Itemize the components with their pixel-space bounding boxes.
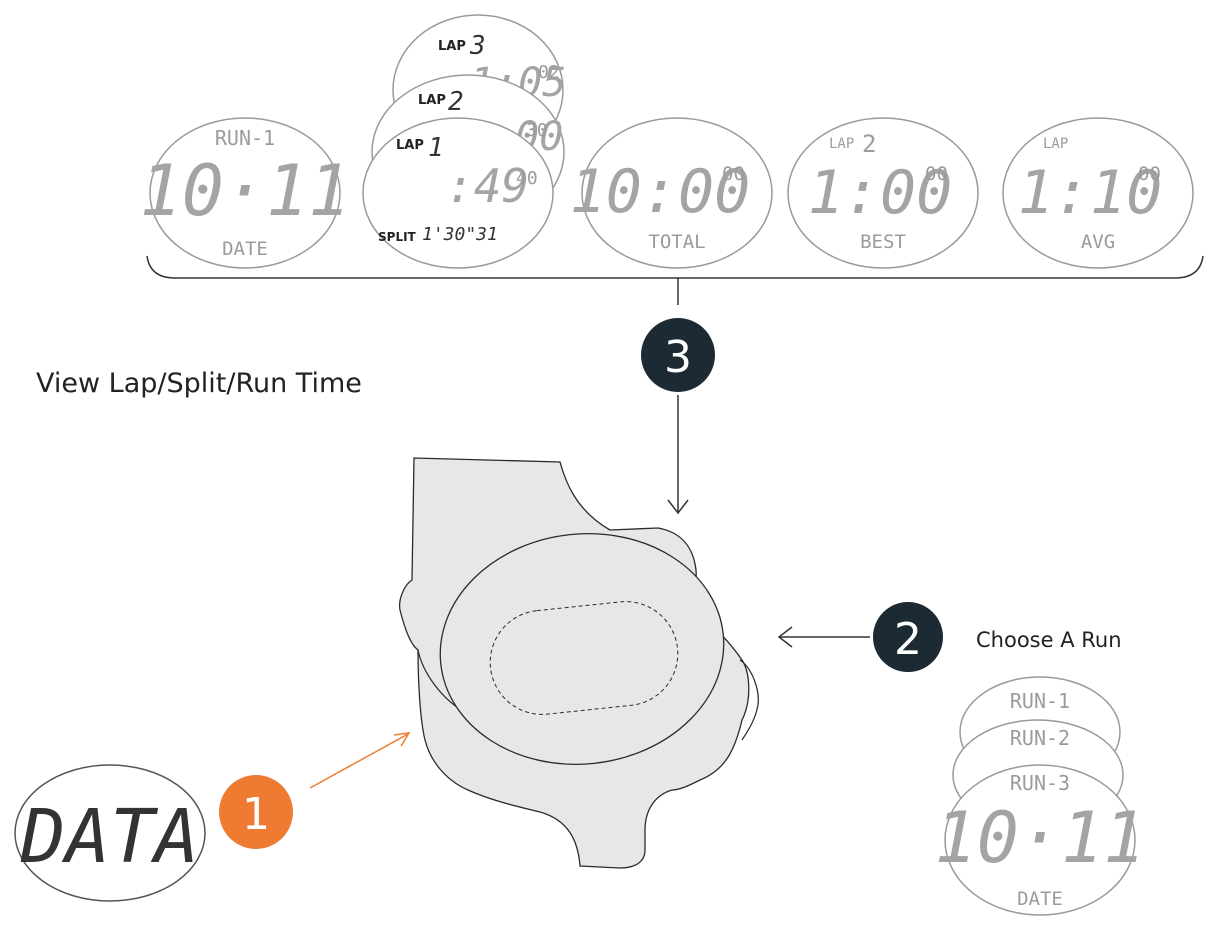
bezel (1002, 117, 1194, 269)
bezel (581, 117, 773, 269)
watch-screen-outline (489, 601, 679, 715)
lap-seconds: 02 (538, 62, 560, 83)
watch-right-button (739, 659, 759, 741)
total-time: 10:00 (570, 157, 751, 227)
arrow-3-head (667, 499, 689, 515)
step-3-number: 3 (664, 332, 692, 383)
bezel (362, 117, 554, 269)
split-label: SPLIT (378, 230, 417, 244)
screen-top-text: RUN-1 (215, 126, 275, 150)
screen-run-date: RUN-1 10·11 DATE (140, 117, 351, 269)
bezel (944, 764, 1136, 916)
caption-choose-a-run: Choose A Run (976, 628, 1122, 652)
step-2-marker (873, 602, 943, 672)
step-1-number: 1 (242, 789, 270, 840)
run-date-label: DATE (1017, 888, 1063, 910)
screen-data: DATA (14, 764, 206, 902)
run-1-text: RUN-1 (1010, 689, 1070, 713)
split-value: 1'30"31 (422, 224, 498, 245)
avg-time: 1:10 (1018, 158, 1163, 228)
lap-time: :49 (446, 159, 529, 213)
run-date-value: 10·11 (935, 797, 1146, 879)
arrow-1-line (309, 733, 409, 789)
best-label: BEST (860, 231, 906, 253)
screen-total: 10:00 00 TOTAL (570, 117, 773, 269)
lap-label: LAP (1043, 136, 1068, 152)
screen-avg: LAP 1:10 00 AVG (1002, 117, 1194, 269)
arrow-1-head (393, 732, 411, 747)
screen-best: LAP 2 1:00 00 BEST (787, 117, 979, 269)
bezel (787, 117, 979, 269)
lap-label: LAP (418, 93, 446, 108)
avg-label: AVG (1081, 231, 1115, 253)
step-1-marker (219, 775, 293, 849)
screen-run-list: RUN-1 RUN-2 RUN-3 10·11 DATE (935, 676, 1146, 916)
screen-lap-1-split: LAP 1 :49 40 SPLIT 1'30"31 (362, 117, 554, 269)
step-2-number: 2 (894, 614, 922, 665)
lap-number: 1 (428, 133, 444, 163)
total-seconds: 00 (722, 163, 745, 185)
lap-seconds: 40 (516, 168, 538, 189)
screen-bottom-text: DATE (222, 238, 268, 260)
arrow-2-head (777, 626, 793, 648)
best-seconds: 00 (925, 163, 948, 185)
run-2-text: RUN-2 (1010, 726, 1070, 750)
total-label: TOTAL (648, 231, 705, 253)
screen-main-text: 10·11 (140, 150, 351, 232)
watch-illustration (398, 457, 759, 869)
lap-label: LAP (438, 39, 466, 54)
lap-label: LAP (396, 138, 424, 153)
lap-label: LAP (829, 136, 854, 152)
watch-bezel (439, 533, 725, 765)
step-3-marker (641, 318, 715, 392)
avg-seconds: 00 (1138, 163, 1161, 185)
run-3-text: RUN-3 (1010, 771, 1070, 795)
bezel (14, 764, 206, 902)
bezel (149, 117, 341, 269)
group-brace (146, 255, 1204, 279)
lap-number: 3 (469, 31, 486, 61)
lap-seconds: 30 (526, 120, 548, 141)
best-time: 1:00 (808, 158, 953, 228)
lap-number: 2 (862, 130, 876, 158)
caption-view-lap-split-run-time: View Lap/Split/Run Time (36, 368, 362, 399)
lap-number: 2 (448, 87, 464, 117)
data-text: DATA (20, 794, 199, 880)
